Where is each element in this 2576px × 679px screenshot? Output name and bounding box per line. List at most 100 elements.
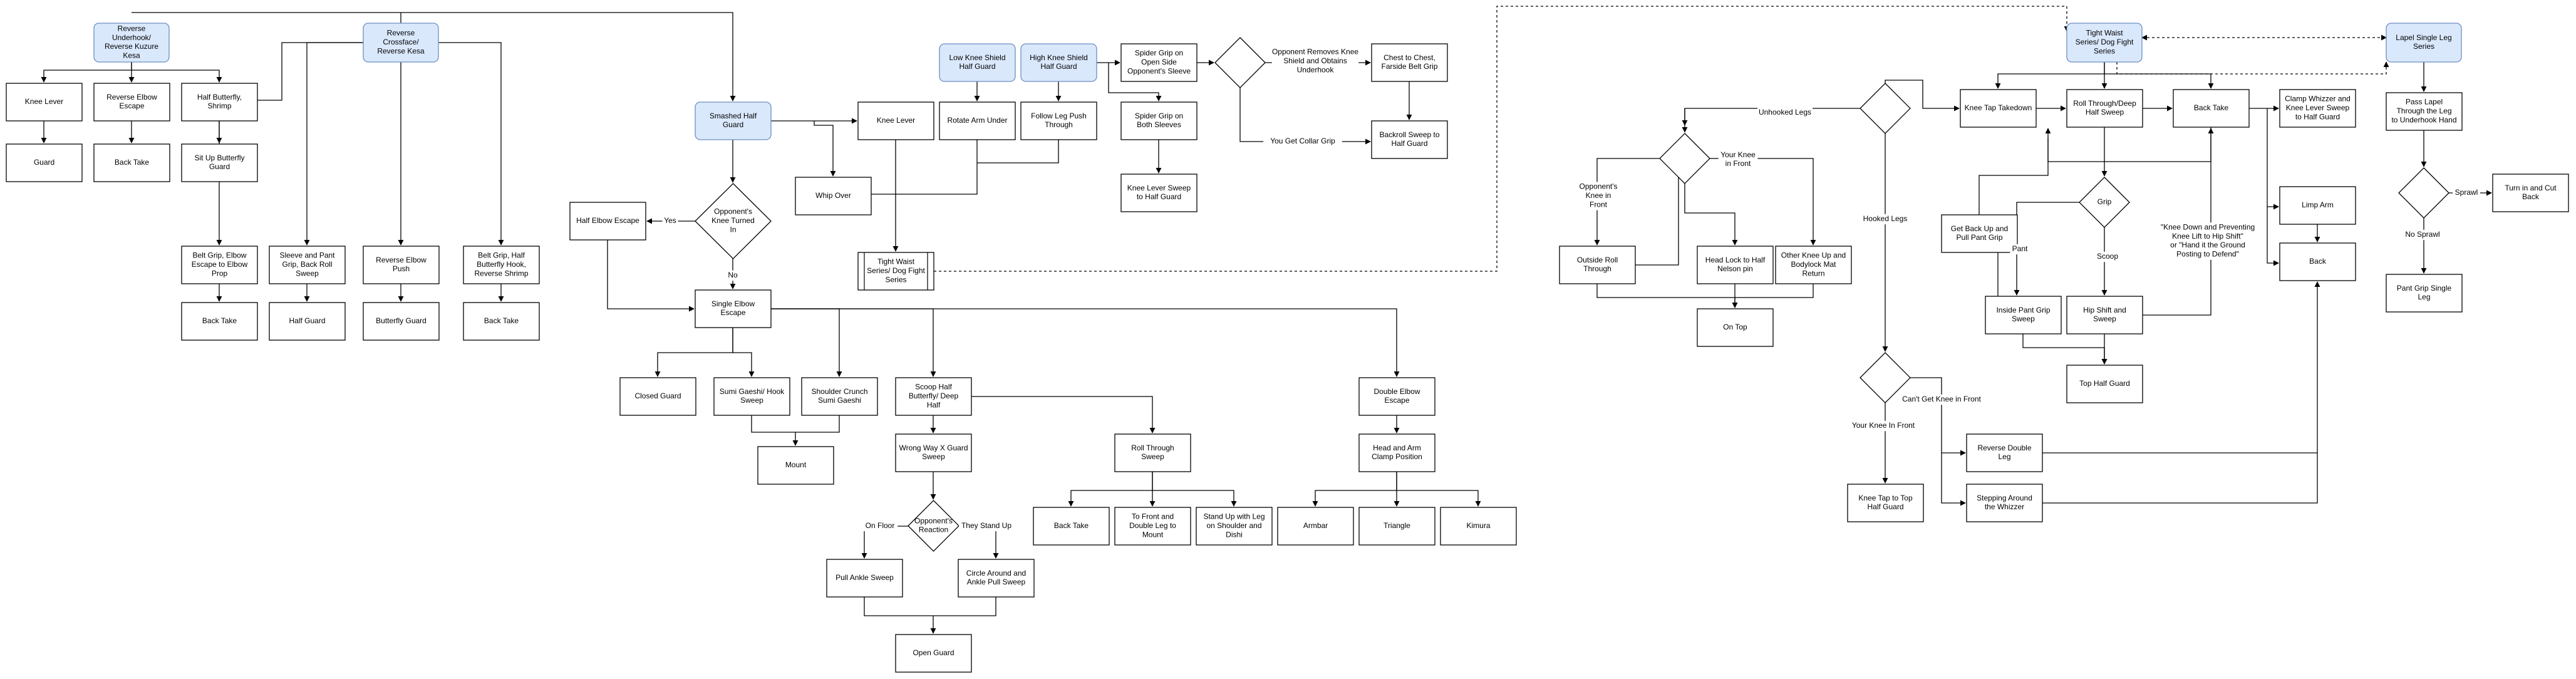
process-box — [1847, 484, 1924, 522]
connector-line — [2143, 128, 2214, 316]
node-triangle: Triangle — [1358, 507, 1435, 546]
process-box — [569, 202, 646, 241]
process-box — [1371, 43, 1448, 82]
node-sprawl-d — [2398, 167, 2449, 219]
connector-line — [1397, 490, 1481, 507]
process-box — [463, 246, 540, 284]
process-box — [2173, 89, 2250, 128]
connector-line — [977, 140, 1059, 163]
node-open-guard: Open Guard — [895, 634, 972, 673]
process-box — [1966, 484, 2043, 522]
start-box — [939, 43, 1016, 82]
node-knee-tap-takedown: Knee Tap Takedown — [1960, 89, 2037, 128]
edge-label-on-floor: On Floor — [866, 521, 895, 530]
process-box — [1277, 507, 1354, 546]
process-box — [6, 143, 83, 182]
node-label: Triangle — [1384, 521, 1410, 530]
process-box — [1358, 377, 1435, 416]
process-box — [713, 377, 790, 416]
edge-label-hooked-legs: Hooked Legs — [1863, 214, 1908, 223]
process-box — [2279, 242, 2356, 281]
node-label: Half Elbow Escape — [576, 216, 639, 225]
connector-line — [2042, 453, 2318, 504]
node-label: Open Guard — [913, 648, 954, 657]
node-closed-guard: Closed Guard — [619, 377, 696, 416]
process-box — [1960, 89, 2037, 128]
node-half-butterfly-shrimp: Half Butterfly,Shrimp — [181, 83, 258, 122]
process-box — [181, 302, 258, 341]
node-label: Pull Ankle Sweep — [835, 573, 894, 582]
process-box — [1358, 433, 1435, 472]
node-pull-ankle-sweep: Pull Ankle Sweep — [826, 559, 903, 598]
edge-label-they-stand-up: They Stand Up — [961, 521, 1011, 530]
label-bg — [1263, 136, 1342, 147]
process-box — [757, 446, 834, 485]
process-box — [181, 143, 258, 182]
node-hooked-d — [1860, 83, 1911, 134]
process-box — [6, 83, 83, 122]
node-label: Rotate Arm Under — [947, 116, 1007, 125]
decision-diamond — [1659, 133, 1710, 184]
connector-line — [771, 308, 936, 377]
connector-line — [1239, 88, 1371, 145]
label-bg — [727, 270, 739, 281]
connector-line — [1635, 158, 1679, 266]
start-box — [2066, 23, 2143, 63]
node-whip-over: Whip Over — [795, 177, 872, 215]
connector-line — [1979, 128, 2051, 215]
node-back-take-3: Back Take — [463, 302, 540, 341]
start-box — [363, 23, 439, 63]
edge-label-you-get-collar: You Get Collar Grip — [1270, 137, 1335, 145]
node-on-top: On Top — [1697, 308, 1774, 347]
node-label: Butterfly Guard — [376, 316, 427, 325]
node-label: On Top — [1723, 323, 1747, 331]
process-box — [1985, 296, 2062, 334]
connector-line — [795, 415, 840, 433]
connector-line — [1710, 158, 1816, 246]
connector-line — [438, 42, 504, 246]
process-box — [857, 101, 934, 140]
node-label: Kimura — [1466, 521, 1490, 530]
label-bg — [2403, 229, 2443, 241]
process-box — [2386, 92, 2463, 131]
node-back-take-1: Back Take — [93, 143, 170, 182]
connector-line — [1941, 453, 1966, 506]
process-box — [463, 302, 540, 341]
process-box — [1120, 43, 1197, 82]
edge-label-unhooked-legs: Unhooked Legs — [1759, 108, 1811, 117]
